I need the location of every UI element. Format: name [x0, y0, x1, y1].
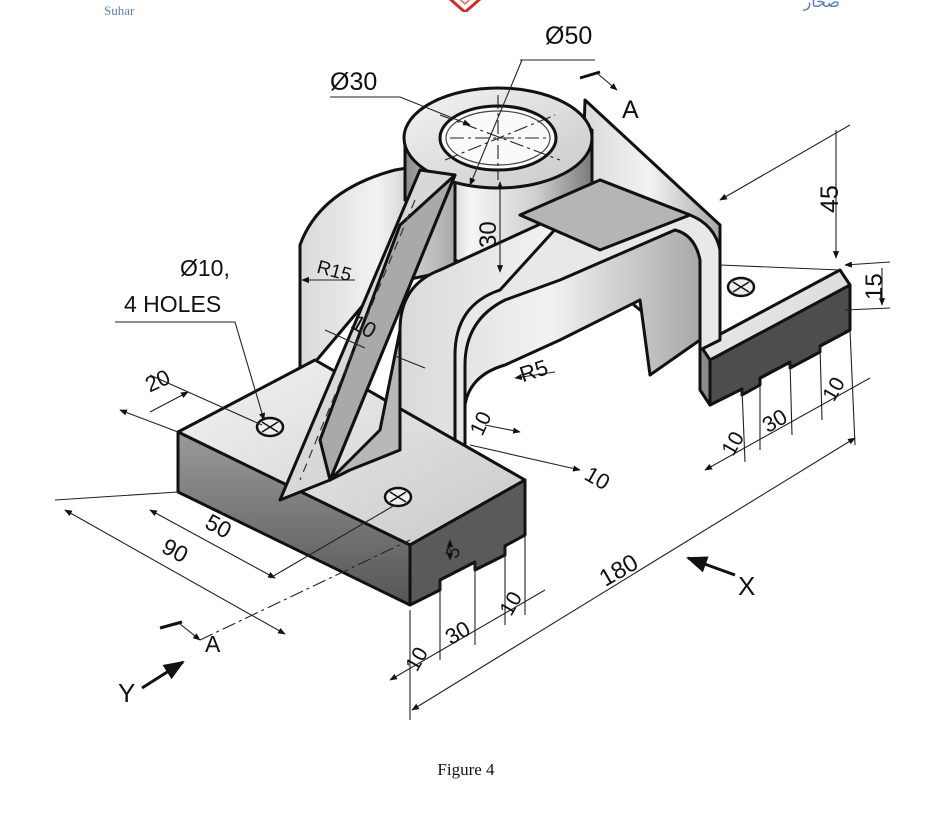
dim-hole-count: 4 HOLES — [124, 291, 221, 317]
front-web — [328, 328, 402, 482]
dim-30-boss: 30 — [475, 221, 502, 248]
dim-dia-30: Ø30 — [330, 68, 377, 96]
base-hole-left — [255, 416, 285, 438]
dimension-lines — [54, 59, 891, 720]
dim-10-slot-near-right: 10 — [495, 588, 527, 620]
dim-hole-dia: Ø10, — [180, 255, 230, 281]
header-right-text: صحار — [803, 0, 840, 11]
dim-dia-50: Ø50 — [545, 22, 592, 50]
dim-r5: R5 — [516, 355, 550, 387]
base-hole-right — [383, 486, 413, 508]
dim-10-web-a: 10 — [466, 408, 497, 439]
dim-45: 45 — [816, 185, 844, 213]
foot-hole — [726, 276, 756, 298]
bent-plate — [398, 178, 722, 477]
university-logo-fragment — [448, 0, 482, 12]
dim-20: 20 — [141, 364, 174, 397]
dim-30-slot-far: 30 — [758, 404, 792, 438]
figure-caption: Figure 4 — [437, 760, 495, 779]
section-label-a-bottom: A — [205, 631, 221, 657]
view-y-label: Y — [118, 678, 135, 708]
dim-90: 90 — [158, 533, 193, 568]
view-x-label: X — [738, 571, 755, 601]
dim-10-web-b: 10 — [580, 461, 614, 495]
dim-10-slot-far-right: 10 — [818, 373, 850, 405]
header-left-text: Suhar — [104, 3, 135, 18]
dim-30-slot-near: 30 — [441, 616, 475, 650]
dim-180: 180 — [595, 549, 643, 592]
section-label-a-top: A — [622, 96, 639, 124]
dim-15: 15 — [861, 273, 888, 300]
inclined-rib — [278, 168, 457, 502]
